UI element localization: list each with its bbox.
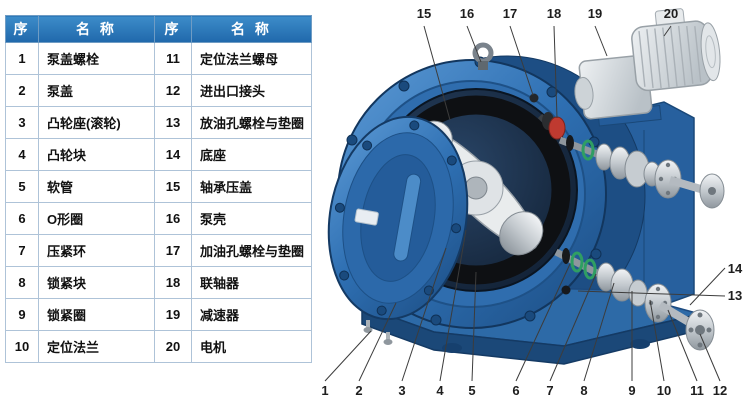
part-number-cell: 14 xyxy=(154,138,192,171)
part-name-cell: 定位法兰 xyxy=(38,330,155,363)
part-number-cell: 11 xyxy=(154,42,192,75)
part-name-cell: 放油孔螺栓与垫圈 xyxy=(191,106,312,139)
part-number-cell: 3 xyxy=(5,106,39,139)
cover-bolts-shape xyxy=(363,320,393,345)
table-row: 8 锁紧块 18 联轴器 xyxy=(5,266,312,299)
callout-7: 7 xyxy=(546,383,554,398)
part-name-cell: 凸轮块 xyxy=(38,138,155,171)
part-number-cell: 12 xyxy=(154,74,192,107)
part-name-cell: 锁紧块 xyxy=(38,266,155,299)
callout-20: 20 xyxy=(663,6,679,21)
table-row: 2 泵盖 12 进出口接头 xyxy=(5,74,312,107)
part-name-cell: 加油孔螺栓与垫圈 xyxy=(191,234,312,267)
part-name-cell: 泵盖螺栓 xyxy=(38,42,155,75)
callout-3: 3 xyxy=(398,383,406,398)
callout-10: 10 xyxy=(656,383,672,398)
callout-11: 11 xyxy=(690,383,704,398)
part-name-cell: 锁紧圈 xyxy=(38,298,155,331)
part-name-cell: 泵壳 xyxy=(191,202,312,235)
lifting-eyebolt-shape xyxy=(472,42,494,70)
callout-4: 4 xyxy=(436,383,444,398)
callout-13: 13 xyxy=(727,288,743,303)
part-number-cell: 18 xyxy=(154,266,192,299)
callout-9: 9 xyxy=(628,383,636,398)
part-name-cell: 泵盖 xyxy=(38,74,155,107)
part-number-cell: 15 xyxy=(154,170,192,203)
parts-table: 序 名 称 序 名 称 1 泵盖螺栓 11 定位法兰螺母 2 泵盖 12 进出口… xyxy=(5,15,312,363)
part-name-cell: 定位法兰螺母 xyxy=(191,42,312,75)
part-number-cell: 10 xyxy=(5,330,39,363)
callout-2: 2 xyxy=(355,383,363,398)
part-name-cell: 底座 xyxy=(191,138,312,171)
part-number-cell: 20 xyxy=(154,330,192,363)
callout-19: 19 xyxy=(587,6,603,21)
part-number-cell: 6 xyxy=(5,202,39,235)
table-row: 10 定位法兰 20 电机 xyxy=(5,330,312,363)
callout-16: 16 xyxy=(459,6,475,21)
reducer-shape xyxy=(574,54,662,127)
leader-lines xyxy=(324,25,726,382)
table-row: 1 泵盖螺栓 11 定位法兰螺母 xyxy=(5,42,312,75)
part-name-cell: 电机 xyxy=(191,330,312,363)
part-name-cell: 进出口接头 xyxy=(191,74,312,107)
part-name-cell: 轴承压盖 xyxy=(191,170,312,203)
table-header-cell: 名 称 xyxy=(191,15,312,43)
part-number-cell: 17 xyxy=(154,234,192,267)
callout-12: 12 xyxy=(712,383,728,398)
oil-fill-bolt-shape xyxy=(529,93,539,103)
table-row: 7 压紧环 17 加油孔螺栓与垫圈 xyxy=(5,234,312,267)
part-name-cell: 压紧环 xyxy=(38,234,155,267)
callout-18: 18 xyxy=(546,6,562,21)
table-row: 9 锁紧圈 19 减速器 xyxy=(5,298,312,331)
part-name-cell: 联轴器 xyxy=(191,266,312,299)
motor-shape xyxy=(631,8,721,92)
part-number-cell: 7 xyxy=(5,234,39,267)
part-number-cell: 19 xyxy=(154,298,192,331)
table-header-cell: 序 xyxy=(154,15,192,43)
table-header-cell: 名 称 xyxy=(38,15,155,43)
part-number-cell: 16 xyxy=(154,202,192,235)
table-row: 6 O形圈 16 泵壳 xyxy=(5,202,312,235)
pump-cover-shape xyxy=(327,115,469,321)
part-name-cell: 软管 xyxy=(38,170,155,203)
callout-14: 14 xyxy=(727,261,743,276)
callout-8: 8 xyxy=(580,383,588,398)
part-name-cell: 减速器 xyxy=(191,298,312,331)
table-header-cell: 序 xyxy=(5,15,39,43)
part-number-cell: 9 xyxy=(5,298,39,331)
cover-logo-patch xyxy=(354,208,379,226)
table-row: 5 软管 15 轴承压盖 xyxy=(5,170,312,203)
upper-shaft-assembly xyxy=(558,135,725,209)
callout-15: 15 xyxy=(416,6,432,21)
table-header-row: 序 名 称 序 名 称 xyxy=(5,15,312,43)
callout-17: 17 xyxy=(502,6,518,21)
callout-5: 5 xyxy=(468,383,476,398)
drain-bolt-shape xyxy=(561,285,571,295)
part-number-cell: 5 xyxy=(5,170,39,203)
part-number-cell: 4 xyxy=(5,138,39,171)
table-row: 4 凸轮块 14 底座 xyxy=(5,138,312,171)
part-number-cell: 8 xyxy=(5,266,39,299)
part-number-cell: 1 xyxy=(5,42,39,75)
callout-6: 6 xyxy=(512,383,520,398)
coupling-shape xyxy=(537,112,566,140)
part-number-cell: 2 xyxy=(5,74,39,107)
table-row: 3 凸轮座(滚轮) 13 放油孔螺栓与垫圈 xyxy=(5,106,312,139)
part-number-cell: 13 xyxy=(154,106,192,139)
part-name-cell: O形圈 xyxy=(38,202,155,235)
callout-1: 1 xyxy=(321,383,329,398)
part-name-cell: 凸轮座(滚轮) xyxy=(38,106,155,139)
